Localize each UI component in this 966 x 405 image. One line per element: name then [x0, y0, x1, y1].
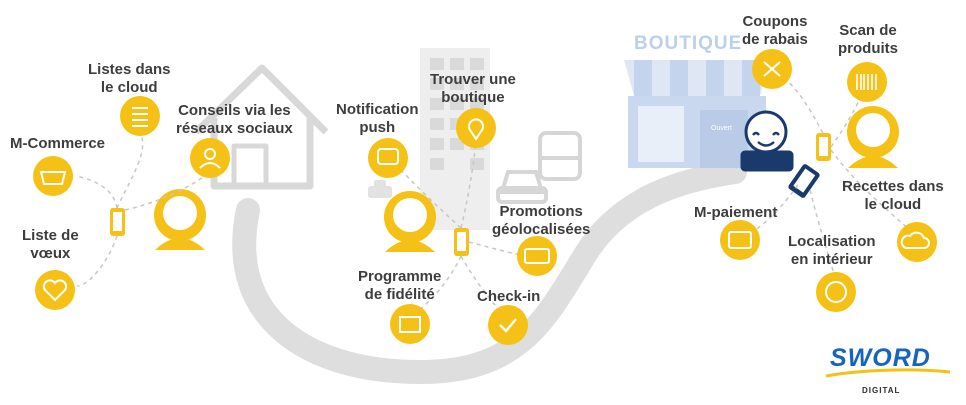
store-illustration — [624, 60, 770, 168]
list-icon — [120, 96, 160, 136]
road-path — [232, 160, 747, 385]
tablet-icon — [788, 164, 820, 198]
heart-icon — [35, 270, 75, 310]
customer-avatar-left — [154, 189, 206, 250]
customer-avatar-right — [847, 106, 899, 168]
store-open-sign: Ouvert — [711, 125, 733, 132]
check-icon — [488, 305, 528, 345]
vendor-avatar — [740, 110, 794, 172]
chat-bubble-icon — [368, 138, 408, 178]
label-checkin: Check-in — [477, 288, 541, 305]
compass-icon — [816, 272, 856, 312]
label-m-commerce: M-Commerce — [10, 135, 106, 152]
barcode-icon — [847, 62, 887, 102]
scissors-icon — [752, 49, 792, 89]
customer-avatar-middle — [384, 191, 436, 252]
sword-logo-subtitle: DIGITAL — [862, 386, 901, 395]
people-icon — [190, 138, 230, 178]
car-illustration — [496, 170, 548, 204]
gift-icon — [390, 304, 430, 344]
sword-logo: SWORD — [830, 344, 931, 372]
location-pin-icon — [456, 108, 496, 148]
ticket-icon — [517, 236, 557, 276]
bus-illustration — [538, 131, 582, 181]
small-car-illustration — [368, 180, 392, 198]
store-sign: BOUTIQUE — [634, 33, 743, 54]
logo-swoosh — [825, 368, 951, 378]
phone-icon-middle — [454, 228, 469, 256]
basket-icon — [33, 156, 73, 196]
phone-icon-right — [816, 133, 831, 161]
credit-card-icon — [720, 220, 760, 260]
phone-icon-left — [110, 208, 125, 236]
label-m-paiement: M-paiement — [694, 204, 778, 221]
cloud-list-icon — [897, 222, 937, 262]
